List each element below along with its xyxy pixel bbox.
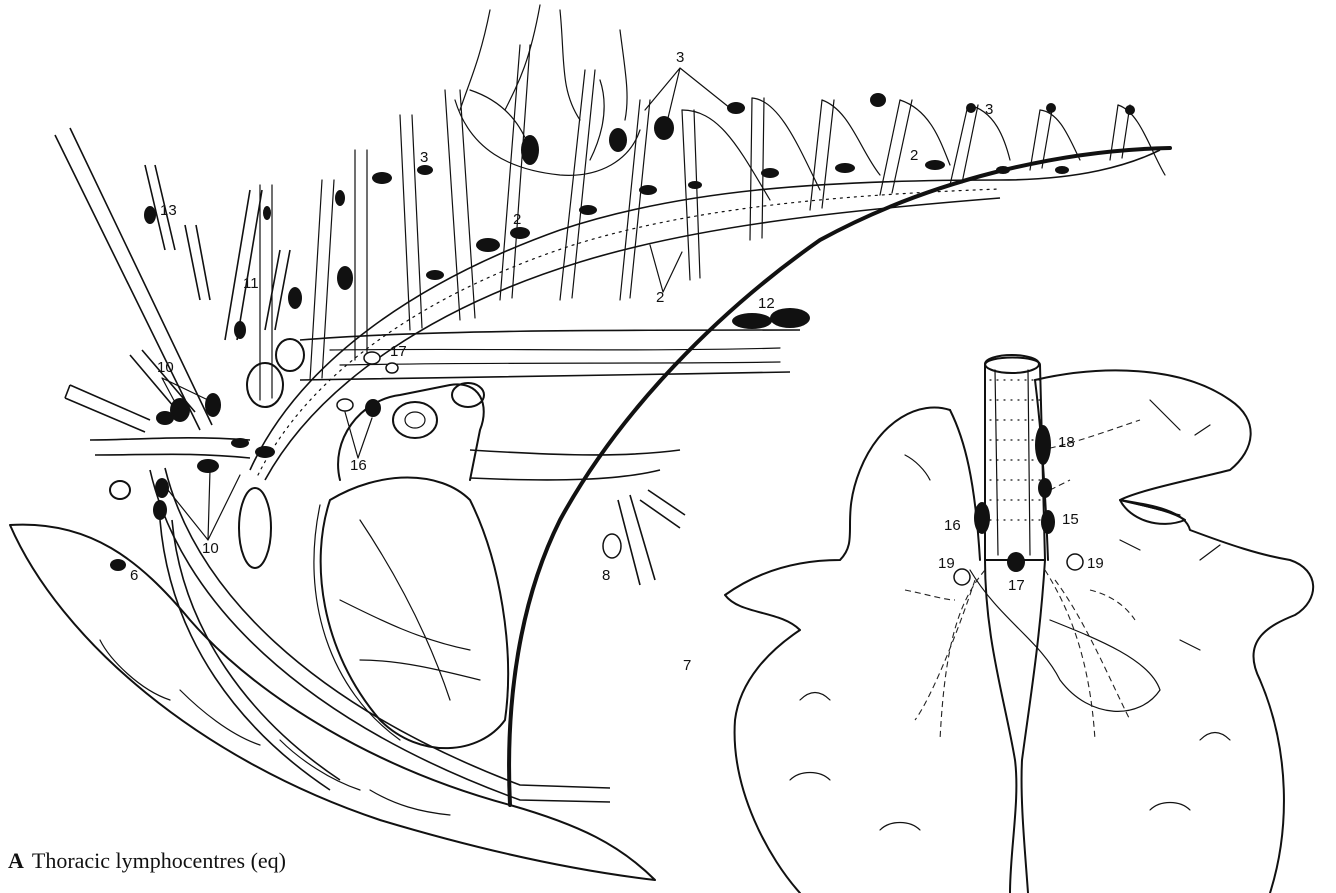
caption-text: Thoracic lymphocentres (eq) <box>32 848 286 873</box>
label-17: 17 <box>1008 577 1025 594</box>
label-mark: 7 <box>683 657 691 674</box>
label-12: 12 <box>758 295 775 312</box>
label-13: 13 <box>160 202 177 219</box>
aorta-outline <box>250 150 1160 470</box>
lung-right-outline <box>1035 370 1313 893</box>
label-15: 15 <box>1062 511 1079 528</box>
label-10: 10 <box>202 540 219 557</box>
sternum-outline <box>10 525 655 880</box>
label-18: 18 <box>1058 434 1075 451</box>
diaphragm-line <box>509 148 1170 805</box>
label-10: 10 <box>157 359 174 376</box>
label-17: 17 <box>390 343 407 360</box>
caption-letter: A <box>8 848 24 873</box>
figure-caption: A Thoracic lymphocentres (eq) <box>8 848 286 874</box>
label-19: 19 <box>938 555 955 572</box>
label-11: 11 <box>243 275 259 292</box>
lung-left-outline <box>725 408 950 893</box>
label-3: 3 <box>676 49 684 66</box>
label-3: 3 <box>420 149 428 166</box>
label-16: 16 <box>350 457 367 474</box>
label-16: 16 <box>944 517 961 534</box>
label-6: 6 <box>130 567 138 584</box>
label-19: 19 <box>1087 555 1104 572</box>
label-8: 8 <box>602 567 610 584</box>
tracheobronchial-drawing <box>725 355 1313 893</box>
label-2: 2 <box>910 147 918 164</box>
lymph-nodes-lateral <box>110 93 1135 571</box>
label-3: 3 <box>985 101 993 118</box>
label-2: 2 <box>513 211 521 228</box>
